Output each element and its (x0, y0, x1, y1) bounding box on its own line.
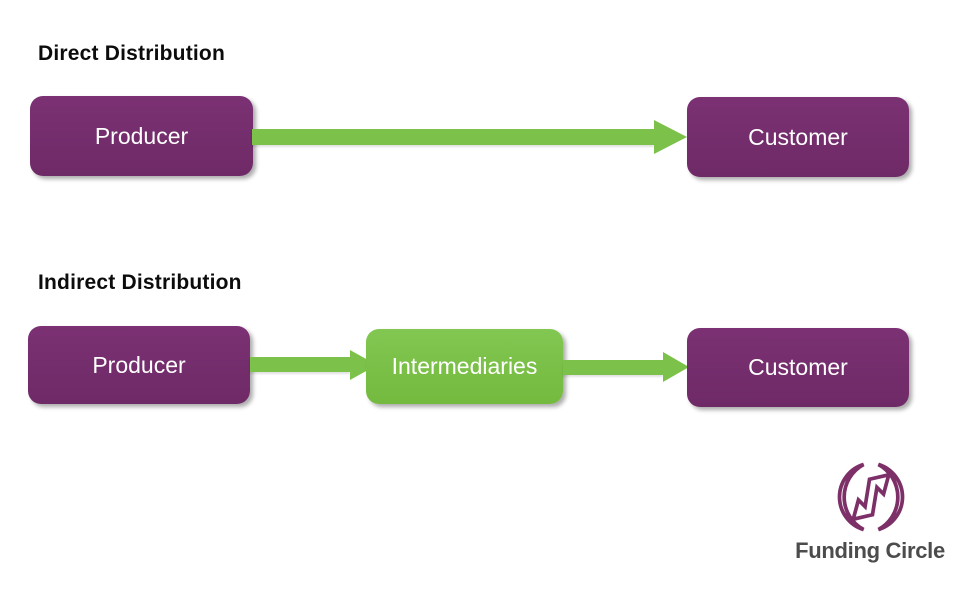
producer-box-direct: Producer (30, 96, 253, 176)
intermediaries-box: Intermediaries (366, 329, 563, 404)
customer-label: Customer (748, 354, 848, 380)
logo-right-crescent (877, 462, 905, 532)
funding-circle-wordmark: Funding Circle (795, 538, 945, 563)
arrow-shaft (250, 357, 350, 372)
logo-left-crescent (837, 462, 865, 532)
producer-label: Producer (94, 122, 189, 149)
funding-circle-arrows-icon (837, 462, 905, 532)
arrow-shaft (563, 360, 663, 375)
customer-box-indirect: Customer (687, 328, 909, 407)
arrow-head-icon (663, 352, 689, 382)
producer-box-indirect: Producer (28, 326, 250, 404)
producer-label: Producer (92, 351, 186, 378)
direct-distribution-title: Direct Distribution (38, 42, 225, 65)
intermediaries-label: Intermediaries (391, 353, 538, 379)
arrow-shaft (252, 129, 654, 145)
logo-double-arrow (850, 472, 892, 522)
indirect-distribution-title: Indirect Distribution (38, 271, 242, 294)
arrow-head-icon (654, 120, 687, 154)
customer-box-direct: Customer (687, 97, 909, 177)
customer-label: Customer (748, 123, 848, 150)
